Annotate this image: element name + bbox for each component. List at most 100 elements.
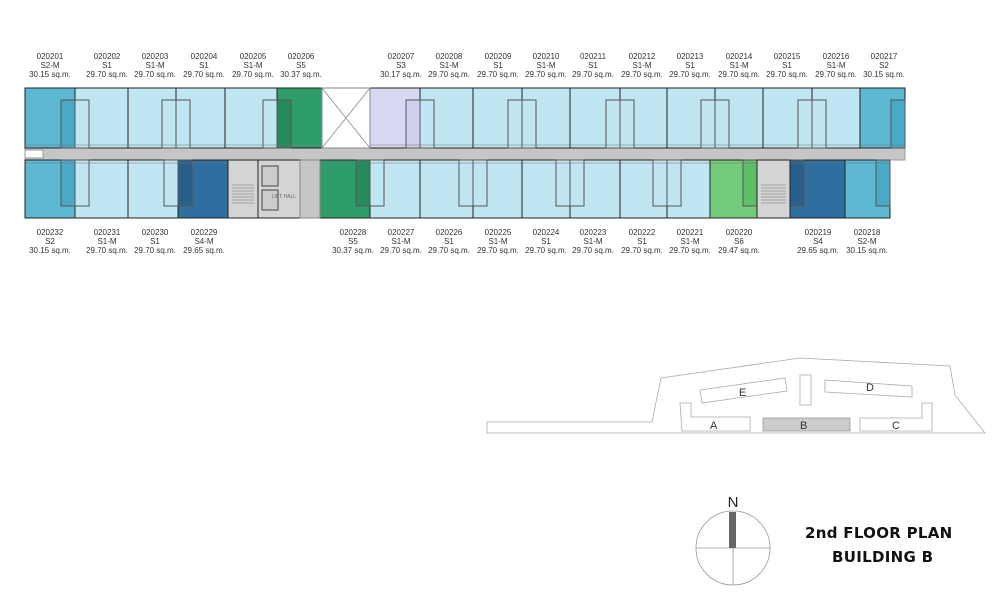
unit-area: 29.70 sq.m. bbox=[815, 70, 857, 79]
bathroom-top-14 bbox=[797, 99, 813, 149]
unit-area: 29.70 sq.m. bbox=[477, 70, 519, 79]
unit-id: 020211 bbox=[579, 52, 607, 61]
lift-car-2 bbox=[261, 189, 279, 211]
unit-type: S1 bbox=[493, 61, 503, 70]
unit-type: S1-M bbox=[680, 237, 700, 246]
unit-id: 020230 bbox=[141, 228, 169, 237]
site-outline bbox=[486, 357, 986, 434]
unit-area: 30.15 sq.m. bbox=[29, 246, 71, 255]
bathroom-top-2 bbox=[161, 99, 177, 149]
unit-type: S1-M bbox=[145, 61, 165, 70]
bathroom-top-15 bbox=[811, 99, 827, 149]
unit-type: S1 bbox=[685, 61, 695, 70]
unit-type: S1 bbox=[102, 61, 112, 70]
corridor bbox=[24, 147, 906, 161]
unit-type: S1-M bbox=[391, 237, 411, 246]
unit-id: 020224 bbox=[532, 228, 560, 237]
unit-type: S1-M bbox=[583, 237, 603, 246]
unit-area: 30.15 sq.m. bbox=[863, 70, 905, 79]
key-label-e: E bbox=[739, 387, 746, 399]
void-cross bbox=[321, 87, 371, 149]
unit-area: 29.70 sq.m. bbox=[86, 246, 128, 255]
unit-area: 29.65 sq.m. bbox=[797, 246, 839, 255]
unit-id: 020226 bbox=[435, 228, 463, 237]
lift-car-1 bbox=[261, 165, 279, 187]
bathroom-top-7 bbox=[419, 99, 435, 149]
unit-type: S5 bbox=[296, 61, 306, 70]
bathroom-top-0 bbox=[60, 99, 76, 149]
unit-area: 29.70 sq.m. bbox=[380, 246, 422, 255]
bathroom-top-11 bbox=[619, 99, 635, 149]
unit-id: 020219 bbox=[804, 228, 832, 237]
unit-type: S1-M bbox=[826, 61, 846, 70]
unit-area: 29.70 sq.m. bbox=[525, 246, 567, 255]
bathroom-top-10 bbox=[605, 99, 621, 149]
unit-area: 30.15 sq.m. bbox=[29, 70, 71, 79]
unit-type: S1 bbox=[637, 237, 647, 246]
unit-type: S6 bbox=[734, 237, 744, 246]
unit-area: 29.70 sq.m. bbox=[621, 70, 663, 79]
building-a-outline bbox=[679, 402, 751, 432]
unit-id: 020217 bbox=[870, 52, 898, 61]
unit-type: S1-M bbox=[632, 61, 652, 70]
unit-type: S1 bbox=[588, 61, 598, 70]
unit-area: 29.70 sq.m. bbox=[718, 70, 760, 79]
bathroom-bottom-8 bbox=[555, 159, 571, 207]
unit-area: 29.70 sq.m. bbox=[134, 70, 176, 79]
bathroom-bottom-10 bbox=[652, 159, 668, 207]
bathroom-top-16 bbox=[890, 99, 906, 149]
unit-area: 29.70 sq.m. bbox=[134, 246, 176, 255]
bathroom-top-1 bbox=[74, 99, 90, 149]
building-d-outline bbox=[824, 379, 913, 398]
unit-type: S4-M bbox=[194, 237, 214, 246]
bathroom-top-6 bbox=[405, 99, 421, 149]
bathroom-top-9 bbox=[521, 99, 537, 149]
unit-type: S2-M bbox=[857, 237, 877, 246]
bathroom-bottom-7 bbox=[472, 159, 488, 207]
unit-area: 30.17 sq.m. bbox=[380, 70, 422, 79]
bathroom-bottom-1 bbox=[74, 159, 90, 207]
unit-id: 020212 bbox=[628, 52, 656, 61]
unit-type: S1-M bbox=[729, 61, 749, 70]
unit-area: 29.70 sq.m. bbox=[621, 246, 663, 255]
unit-area: 30.37 sq.m. bbox=[332, 246, 374, 255]
central-block-outline bbox=[799, 374, 812, 406]
bathroom-top-13 bbox=[714, 99, 730, 149]
unit-area: 29.70 sq.m. bbox=[525, 70, 567, 79]
north-label: N bbox=[728, 494, 739, 511]
unit-area: 29.70 sq.m. bbox=[428, 70, 470, 79]
unit-type: S2 bbox=[879, 61, 889, 70]
unit-id: 020203 bbox=[141, 52, 169, 61]
bathroom-bottom-2 bbox=[163, 159, 179, 207]
unit-id: 020227 bbox=[387, 228, 415, 237]
unit-id: 020229 bbox=[190, 228, 218, 237]
unit-id: 020201 bbox=[36, 52, 64, 61]
lift-hall-label: LIFT HALL bbox=[272, 194, 296, 200]
bathroom-top-5 bbox=[276, 99, 292, 149]
bathroom-bottom-14 bbox=[875, 159, 891, 207]
bathroom-top-4 bbox=[262, 99, 278, 149]
lift-hall bbox=[299, 159, 321, 219]
unit-id: 020205 bbox=[239, 52, 267, 61]
bathroom-top-12 bbox=[700, 99, 716, 149]
unit-id: 020220 bbox=[725, 228, 753, 237]
